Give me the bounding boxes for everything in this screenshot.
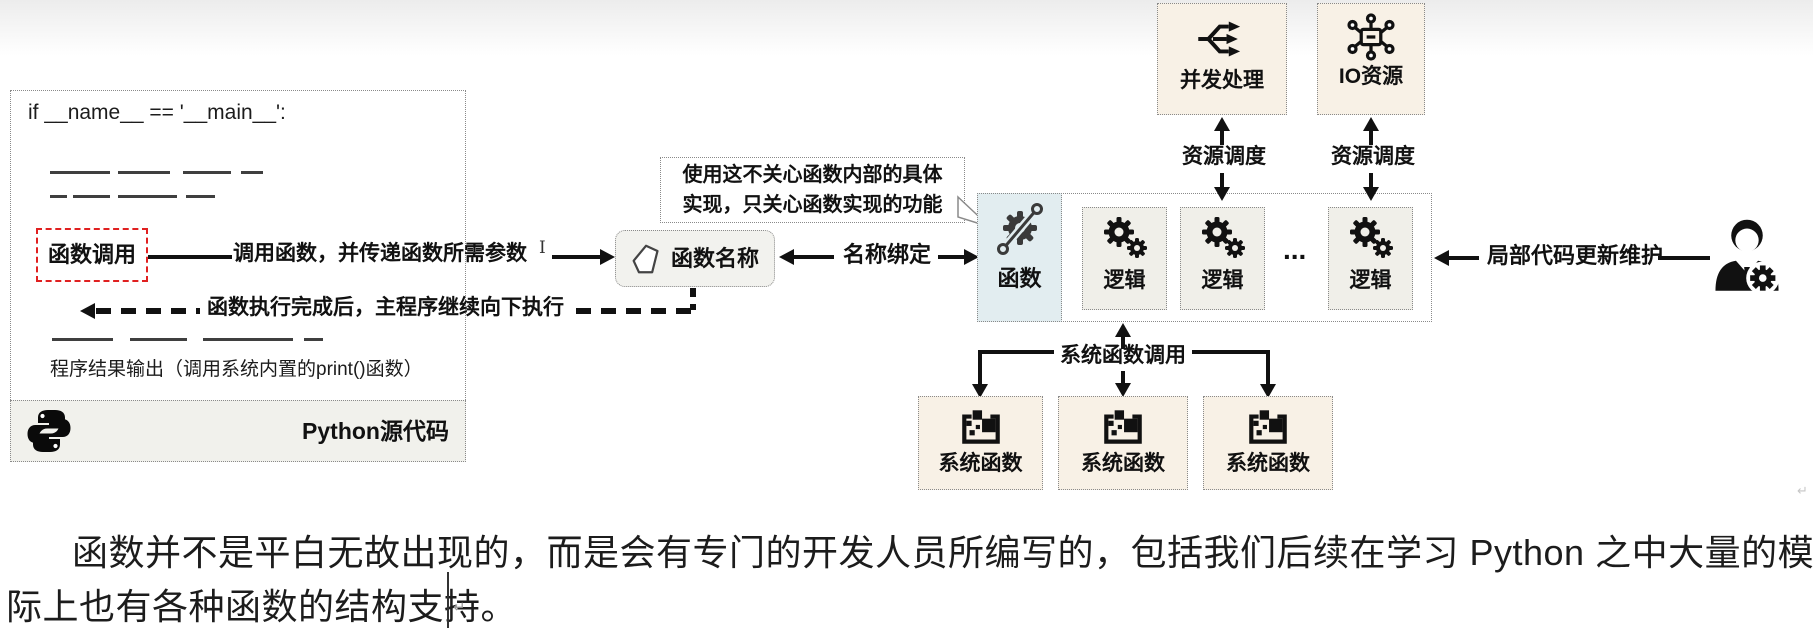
callout-line1: 使用这不关心函数内部的具体 [682, 164, 943, 186]
name-binding-label: 名称绑定 [843, 242, 932, 267]
system-function-label: 系统函数 [1226, 452, 1310, 475]
return-arrowhead [80, 303, 95, 319]
logic-box-3: 逻辑 [1328, 207, 1413, 310]
package-icon [1104, 410, 1142, 444]
scheduling-down-line-1 [1220, 173, 1224, 188]
return-dash-left [96, 308, 200, 314]
call-arrow-label: 调用函数，并传递函数所需参数 [233, 242, 527, 265]
return-mark-upper: ↵ [1797, 483, 1808, 498]
scheduling-up-arrowhead-1 [1214, 117, 1230, 131]
gears-icon [1201, 217, 1245, 258]
gear-link-icon [996, 203, 1043, 255]
system-call-label: 系统函数调用 [1060, 344, 1186, 367]
python-source-label: Python源代码 [302, 417, 449, 444]
scheduling-down-arrowhead-2 [1363, 187, 1379, 201]
fork-arrows-icon [1198, 21, 1241, 57]
program-output-label: 程序结果输出（调用系统内置的print()函数） [50, 359, 423, 380]
maintenance-line-left [1449, 256, 1479, 260]
maintenance-label: 局部代码更新维护 [1487, 243, 1664, 268]
syscall-mid-line [1121, 371, 1125, 385]
return-arrow-label: 函数执行完成后，主程序继续向下执行 [207, 296, 564, 319]
return-mark: ↵ [453, 599, 466, 616]
binding-arrowhead-left [779, 249, 794, 265]
syscall-elbow-left-h [978, 350, 1054, 354]
syscall-up-arrowhead [1115, 323, 1131, 337]
scheduling-up-line-1 [1220, 129, 1224, 145]
paragraph-line-2: 际上也有各种函数的结构支持。 [6, 586, 518, 627]
logic-box-2: 逻辑 [1180, 207, 1265, 310]
syscall-arrowhead-left [972, 384, 988, 398]
system-function-box-2: 系统函数 [1058, 396, 1188, 490]
maintenance-arrowhead [1434, 250, 1449, 266]
maintenance-line-right [1658, 256, 1710, 260]
resource-scheduling-label-1: 资源调度 [1182, 145, 1266, 168]
logic-box-label: 逻辑 [1201, 269, 1244, 292]
function-box-label: 函数 [997, 266, 1042, 291]
concurrency-box: 并发处理 [1157, 3, 1287, 115]
gears-icon [1349, 217, 1393, 258]
logic-box-label: 逻辑 [1349, 269, 1392, 292]
function-box: 函数 [977, 193, 1062, 322]
function-call-label: 函数调用 [47, 242, 136, 267]
logic-box-1: 逻辑 [1082, 207, 1167, 310]
syscall-elbow-left-v [978, 350, 982, 386]
callout-line2: 实现，只关心函数实现的功能 [682, 194, 943, 216]
scheduling-up-arrowhead-2 [1363, 117, 1379, 131]
binding-line-left [794, 255, 834, 259]
system-function-box-3: 系统函数 [1203, 396, 1333, 490]
hub-icon [1347, 13, 1395, 61]
syscall-arrowhead-mid [1115, 383, 1131, 397]
gears-icon [1103, 217, 1147, 258]
tag-icon [632, 244, 659, 273]
ibeam-cursor: I [539, 238, 546, 258]
binding-arrowhead-right [964, 249, 979, 265]
function-call-box: 函数调用 [36, 228, 148, 282]
python-logo-icon [27, 410, 71, 452]
syscall-elbow-right-h [1192, 350, 1270, 354]
syscall-elbow-right-v [1266, 350, 1270, 386]
call-connector-line [148, 255, 232, 259]
scheduling-up-line-2 [1369, 129, 1373, 145]
system-function-label: 系统函数 [1081, 452, 1165, 475]
system-function-label: 系统函数 [938, 452, 1023, 475]
call-arrowhead [600, 249, 615, 265]
ellipsis: ... [1283, 234, 1307, 265]
binding-line-right [938, 255, 964, 259]
concurrency-label: 并发处理 [1180, 69, 1264, 92]
top-gradient [0, 0, 1813, 62]
callout-box: 使用这不关心函数内部的具体 实现，只关心函数实现的功能 [660, 157, 965, 223]
paragraph-line-1: 函数并不是平白无故出现的，而是会有专门的开发人员所编写的，包括我们后续在学习 P… [72, 532, 1813, 573]
code-line: if __name__ == '__main__': [28, 101, 286, 124]
return-dash-right [576, 308, 695, 314]
package-icon [1249, 410, 1287, 444]
call-arrow-line [552, 255, 600, 259]
scheduling-down-arrowhead-1 [1214, 187, 1230, 201]
developer-icon [1715, 219, 1780, 295]
syscall-up-line [1121, 335, 1125, 349]
io-resource-label: IO资源 [1338, 65, 1404, 88]
return-dash-vertical [690, 288, 696, 310]
io-resource-box: IO资源 [1317, 3, 1425, 115]
function-name-label: 函数名称 [670, 245, 759, 271]
syscall-arrowhead-right [1260, 384, 1276, 398]
resource-scheduling-label-2: 资源调度 [1331, 145, 1415, 168]
system-function-box-1: 系统函数 [918, 396, 1043, 490]
text-cursor [447, 572, 449, 628]
function-name-box: 函数名称 [615, 230, 775, 287]
scheduling-down-line-2 [1369, 173, 1373, 188]
logic-box-label: 逻辑 [1103, 269, 1146, 292]
python-footer-strip: Python源代码 [10, 400, 466, 462]
package-icon [961, 410, 1000, 444]
